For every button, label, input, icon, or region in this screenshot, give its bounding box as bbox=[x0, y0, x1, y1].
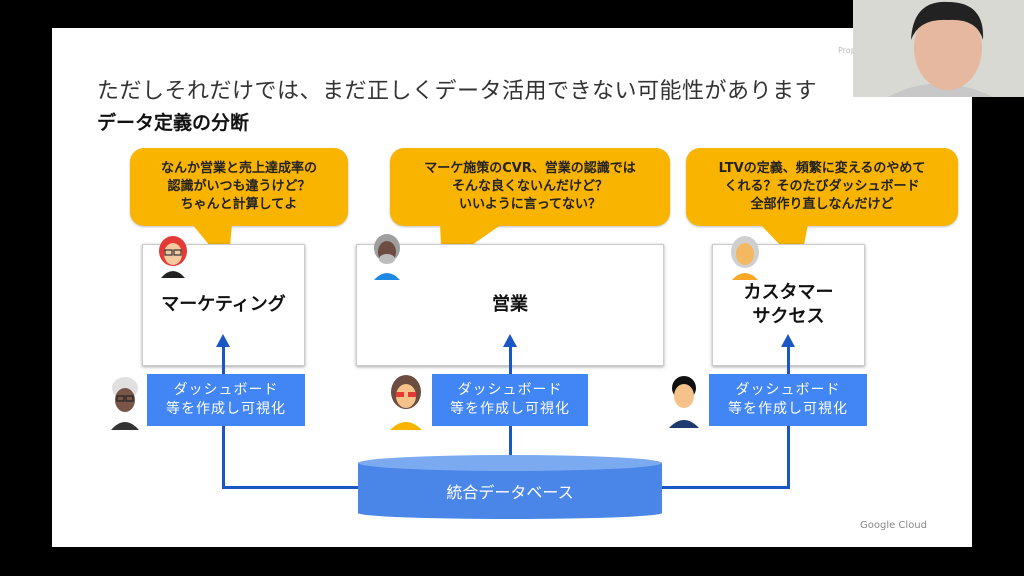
slide-title: ただしそれだけでは、まだ正しくデータ活用できない可能性があります bbox=[97, 79, 818, 104]
dashboard-text: ダッシュボード 等を作成し可視化 bbox=[450, 382, 570, 417]
connector-line bbox=[222, 486, 360, 489]
department-label: 営業 bbox=[492, 294, 528, 315]
avatar-young-man-icon bbox=[669, 376, 699, 428]
speech-bubble-customer-success: LTVの定義、頻繁に変えるのやめて くれる？そのたびダッシュボード 全部作り直し… bbox=[686, 148, 958, 226]
dashboard-label-customer-success: ダッシュボード 等を作成し可視化 bbox=[709, 374, 867, 426]
presenter-video-icon bbox=[853, 0, 1024, 97]
department-label: カスタマー サクセス bbox=[743, 282, 834, 327]
dashboard-label-marketing: ダッシュボード 等を作成し可視化 bbox=[147, 374, 305, 426]
database-label: 統合データベース bbox=[446, 483, 574, 502]
dashboard-text: ダッシュボード 等を作成し可視化 bbox=[728, 382, 848, 417]
webcam-video-feed bbox=[853, 0, 1024, 97]
speech-bubble-sales: マーケ施策のCVR、営業の認識では そんな良くないんだけど？ いいように言ってな… bbox=[390, 148, 670, 226]
corner-label: Prop bbox=[838, 46, 856, 55]
avatar-sunglasses-woman-icon bbox=[390, 375, 422, 430]
bubble-text: なんか営業と売上達成率の 認識がいつも違うけど？ ちゃんと計算してよ bbox=[160, 161, 317, 212]
arrow-up-icon bbox=[781, 334, 795, 347]
slide-subtitle: データ定義の分断 bbox=[97, 112, 250, 134]
avatar-white-hair-woman-icon bbox=[731, 236, 759, 280]
database-cylinder-icon bbox=[358, 455, 662, 519]
speech-bubble-marketing: なんか営業と売上達成率の 認識がいつも違うけど？ ちゃんと計算してよ bbox=[130, 148, 348, 226]
department-label: マーケティング bbox=[161, 294, 286, 315]
presentation-slide: Prop ただしそれだけでは、まだ正しくデータ活用できない可能性があります デー… bbox=[52, 28, 972, 547]
arrow-up-icon bbox=[503, 334, 517, 347]
google-cloud-logo: Google Cloud bbox=[859, 520, 927, 531]
avatar-turban-man-icon bbox=[111, 377, 139, 430]
avatar-grey-beard-man-icon bbox=[374, 234, 400, 280]
bubble-text: マーケ施策のCVR、営業の認識では そんな良くないんだけど？ いいように言ってな… bbox=[424, 161, 636, 212]
arrow-up-icon bbox=[216, 334, 230, 347]
connector-line bbox=[662, 486, 790, 489]
avatar-red-hair-woman-icon bbox=[159, 236, 187, 278]
dashboard-text: ダッシュボード 等を作成し可視化 bbox=[166, 382, 286, 417]
dashboard-label-sales: ダッシュボード 等を作成し可視化 bbox=[432, 374, 588, 426]
bubble-text: LTVの定義、頻繁に変えるのやめて くれる？そのたびダッシュボード 全部作り直し… bbox=[718, 161, 926, 212]
